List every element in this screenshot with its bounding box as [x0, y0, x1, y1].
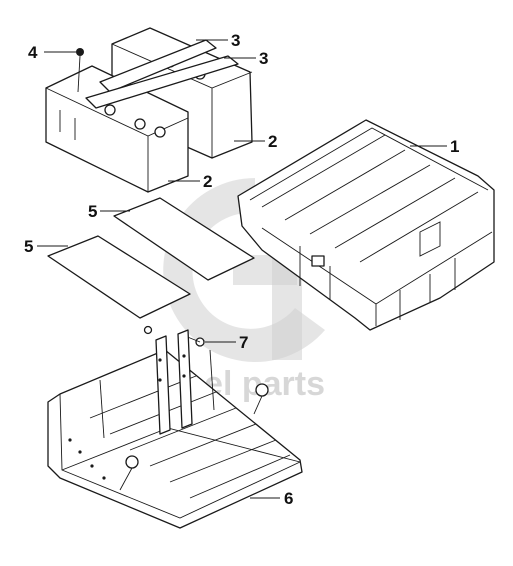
callout-2-front: 2: [203, 172, 212, 191]
battery-tray: [47, 329, 303, 529]
hold-down-bar-lower: [85, 55, 239, 109]
callout-5-upper: 5: [88, 202, 97, 221]
hold-down-bar-upper: [99, 39, 217, 93]
callout-5-lower: 5: [24, 237, 33, 256]
callout-6: 6: [284, 489, 293, 508]
mat-upper: [113, 197, 255, 281]
nut: [76, 48, 84, 93]
callout-4: 4: [28, 43, 38, 62]
callout-1: 1: [450, 137, 459, 156]
callout-2-rear: 2: [268, 132, 277, 151]
callout-3-upper: 3: [231, 31, 240, 50]
callout-3-lower: 3: [259, 49, 268, 68]
callout-7: 7: [239, 333, 248, 352]
battery-cover: [237, 119, 495, 331]
callout-labels: 1 2 2 3 3 4 5 5 6 7: [24, 31, 459, 508]
battery-front: [45, 65, 189, 193]
mat-lower: [47, 235, 191, 319]
leader-lines: [37, 39, 447, 499]
